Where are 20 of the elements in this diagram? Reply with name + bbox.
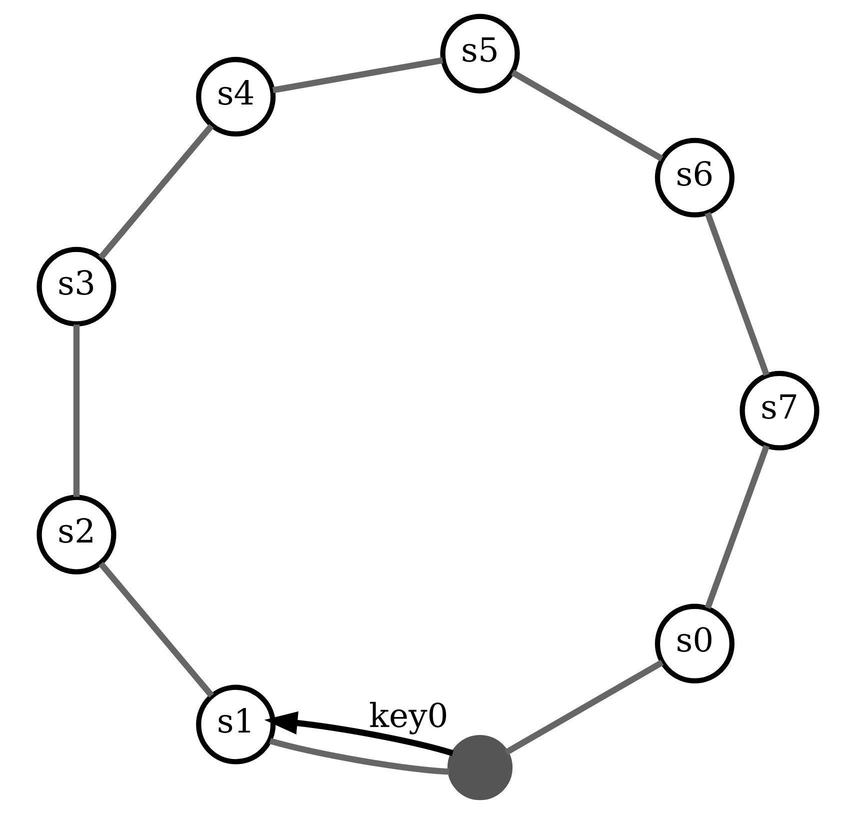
node-circle: s4 [196, 56, 276, 137]
arrow [264, 711, 454, 756]
connector [511, 70, 664, 162]
connector [272, 57, 444, 94]
node-circle: s6 [654, 138, 735, 218]
node-circle: s1 [196, 684, 276, 764]
connector [98, 562, 214, 698]
node-circle: s7 [740, 370, 820, 450]
node-circle: s5 [440, 14, 520, 94]
node-circle [447, 735, 513, 800]
node-label: key0 [369, 696, 448, 735]
node-circle: s3 [36, 246, 116, 326]
connector [73, 324, 80, 497]
connector [98, 124, 214, 260]
connector [704, 212, 770, 376]
node-circle: s2 [36, 494, 116, 574]
connector [269, 738, 450, 775]
connector [504, 660, 664, 756]
connector [704, 444, 770, 609]
node-circle: s0 [654, 604, 735, 684]
